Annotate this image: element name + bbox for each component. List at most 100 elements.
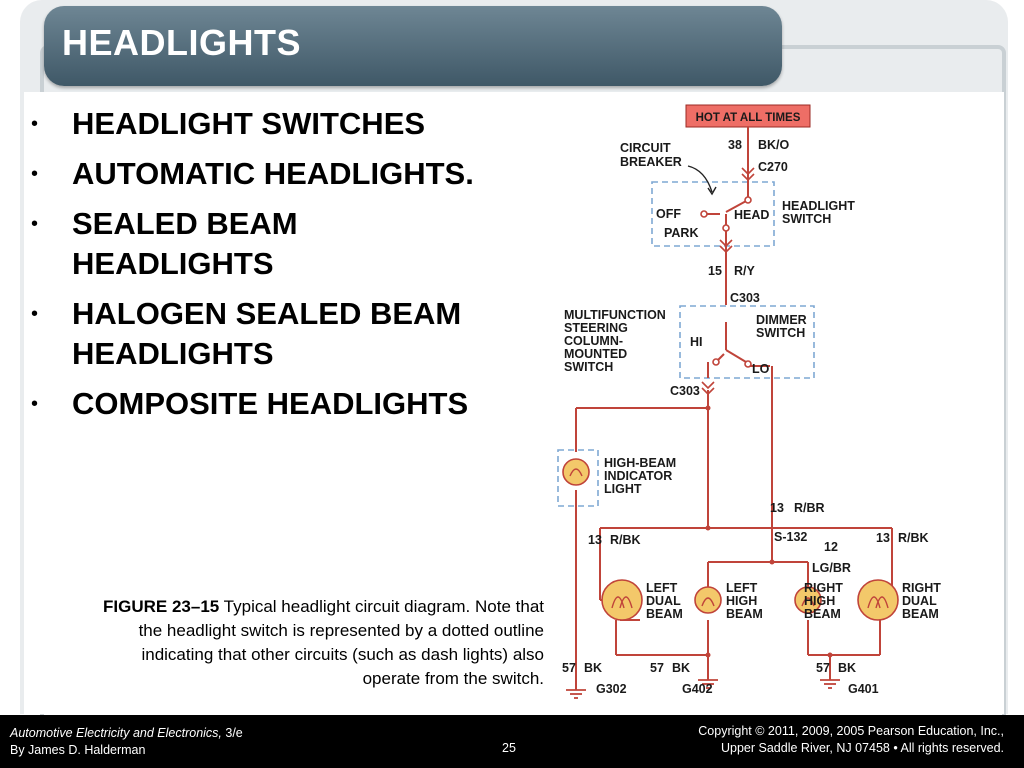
wire-ry-label: R/Y — [734, 264, 756, 278]
wire-13-top-label: 13 — [770, 501, 784, 515]
multifunction-label-4: MOUNTED — [564, 347, 627, 361]
off-label: OFF — [656, 207, 681, 221]
arrow-head-icon — [707, 186, 717, 196]
left-dual-beam-label-2: DUAL — [646, 594, 681, 608]
left-dual-beam-label-1: LEFT — [646, 581, 678, 595]
multifunction-label-1: MULTIFUNCTION — [564, 308, 666, 322]
bullet-dot-icon: • — [31, 393, 39, 415]
connector-c303-bottom-label: C303 — [670, 384, 700, 398]
wire-57-right-label: 57 — [816, 661, 830, 675]
headlight-switch-outline — [651, 181, 775, 247]
dimmer-contact-lo-icon — [744, 360, 752, 368]
connector-c303-bottom-icon — [701, 381, 715, 396]
slide-title: HEADLIGHTS — [62, 22, 301, 63]
multifunction-label-3: COLUMN- — [564, 334, 623, 348]
right-dual-beam-label-3: BEAM — [902, 607, 939, 621]
wire-bko-label: BK/O — [758, 138, 790, 152]
bullet-item: •HEADLIGHT SWITCHES — [26, 104, 486, 144]
wire-12-label: 12 — [824, 540, 838, 554]
wire-rbk-left-label: R/BK — [610, 533, 641, 547]
left-high-beam-label-2: HIGH — [726, 594, 757, 608]
right-high-beam-label-2: HIGH — [804, 594, 835, 608]
splice-s132-label: S-132 — [774, 530, 807, 544]
switch-contact-park-icon — [722, 224, 730, 232]
connector-c303-top-icon — [719, 239, 733, 254]
circuit-breaker-arrow-icon — [687, 165, 713, 193]
wire-15-label: 15 — [708, 264, 722, 278]
bullet-list: •HEADLIGHT SWITCHES •AUTOMATIC HEADLIGHT… — [26, 104, 486, 434]
high-beam-indicator-label-3: LIGHT — [604, 482, 642, 496]
wire-13-left-label: 13 — [588, 533, 602, 547]
right-dual-beam-bulb-icon — [857, 579, 899, 621]
connector-c270-label: C270 — [758, 160, 788, 174]
dimmer-switch-label-1: DIMMER — [756, 313, 807, 327]
splice-dot-icon — [705, 525, 711, 531]
wire-57-mid-label: 57 — [650, 661, 664, 675]
author: By James D. Halderman — [10, 743, 146, 757]
book-edition: 3/e — [221, 726, 243, 740]
left-dual-beam-bulb-icon — [601, 579, 643, 621]
headlight-switch-label-2: SWITCH — [782, 212, 831, 226]
bullet-item: •SEALED BEAM HEADLIGHTS — [31, 206, 298, 281]
page-number: 25 — [502, 741, 516, 755]
high-beam-indicator-label-2: INDICATOR — [604, 469, 672, 483]
dimmer-contact-hi-icon — [712, 358, 720, 366]
splice-dot-icon — [705, 405, 711, 411]
hot-at-all-times-label: HOT AT ALL TIMES — [696, 112, 801, 124]
headlight-circuit-diagram: HOT AT ALL TIMES — [557, 104, 941, 699]
circuit-breaker-label-2: BREAKER — [620, 155, 682, 169]
wire-lgbr-label: LG/BR — [812, 561, 851, 575]
footer-left: Automotive Electricity and Electronics, … — [10, 725, 243, 759]
right-dual-beam-label-2: DUAL — [902, 594, 937, 608]
high-beam-indicator-bulb-icon — [562, 458, 590, 486]
splice-dot-icon — [705, 652, 711, 658]
ground-g402-label: G402 — [682, 682, 713, 696]
right-high-beam-bulb-icon — [794, 586, 822, 614]
slide-content-area — [24, 92, 1004, 714]
high-beam-indicator-label-1: HIGH-BEAM — [604, 456, 676, 470]
bullet-dot-icon: • — [31, 113, 39, 135]
wire-bk-left-label: BK — [584, 661, 602, 675]
splice-dot-icon — [827, 652, 833, 658]
wire-bk-mid-label: BK — [672, 661, 690, 675]
wire-13-right-label: 13 — [876, 531, 890, 545]
wire-57-left-label: 57 — [562, 661, 576, 675]
connector-c303-top-label: C303 — [730, 291, 760, 305]
left-dual-beam-label-3: BEAM — [646, 607, 683, 621]
splice-dot-icon — [769, 559, 775, 565]
bullet-dot-icon: • — [31, 213, 39, 235]
ground-g302-icon — [566, 689, 586, 699]
figure-label: FIGURE 23–15 — [103, 597, 220, 616]
head-label: HEAD — [734, 208, 769, 222]
left-high-beam-label-3: BEAM — [726, 607, 763, 621]
ground-g302-label: G302 — [596, 682, 627, 696]
copyright-line-2: Upper Saddle River, NJ 07458 • All right… — [721, 741, 1004, 755]
footer-right: Copyright © 2011, 2009, 2005 Pearson Edu… — [698, 723, 1004, 757]
wire-rbr-label: R/BR — [794, 501, 825, 515]
right-high-beam-label-3: BEAM — [804, 607, 841, 621]
title-bar — [44, 6, 782, 86]
ground-g401-icon — [820, 679, 840, 689]
wire-bk-right-label: BK — [838, 661, 856, 675]
dimmer-switch-outline — [679, 305, 815, 379]
indicator-outline — [557, 449, 599, 507]
bullet-dot-icon: • — [31, 303, 39, 325]
right-high-beam-label-1: RIGHT — [804, 581, 843, 595]
ground-g401-label: G401 — [848, 682, 879, 696]
wire-38-label: 38 — [728, 138, 742, 152]
ground-g402-icon — [698, 679, 718, 689]
multifunction-label-2: STEERING — [564, 321, 628, 335]
footer-bar: Automotive Electricity and Electronics, … — [0, 715, 1024, 768]
connector-c270-icon — [741, 167, 755, 182]
left-high-beam-label-1: LEFT — [726, 581, 758, 595]
figure-text: Typical headlight circuit diagram. Note … — [138, 597, 544, 688]
park-label: PARK — [664, 226, 699, 240]
bullet-item: •HALOGEN SEALED BEAM HEADLIGHTS — [31, 296, 462, 371]
bullet-dot-icon: • — [31, 163, 39, 185]
wire-rbk-right-label: R/BK — [898, 531, 929, 545]
bullet-item: •COMPOSITE HEADLIGHTS — [26, 384, 486, 424]
right-dual-beam-label-1: RIGHT — [902, 581, 941, 595]
dimmer-switch-label-2: SWITCH — [756, 326, 805, 340]
switch-contact-head-icon — [744, 196, 752, 204]
lo-label: LO — [752, 362, 770, 376]
